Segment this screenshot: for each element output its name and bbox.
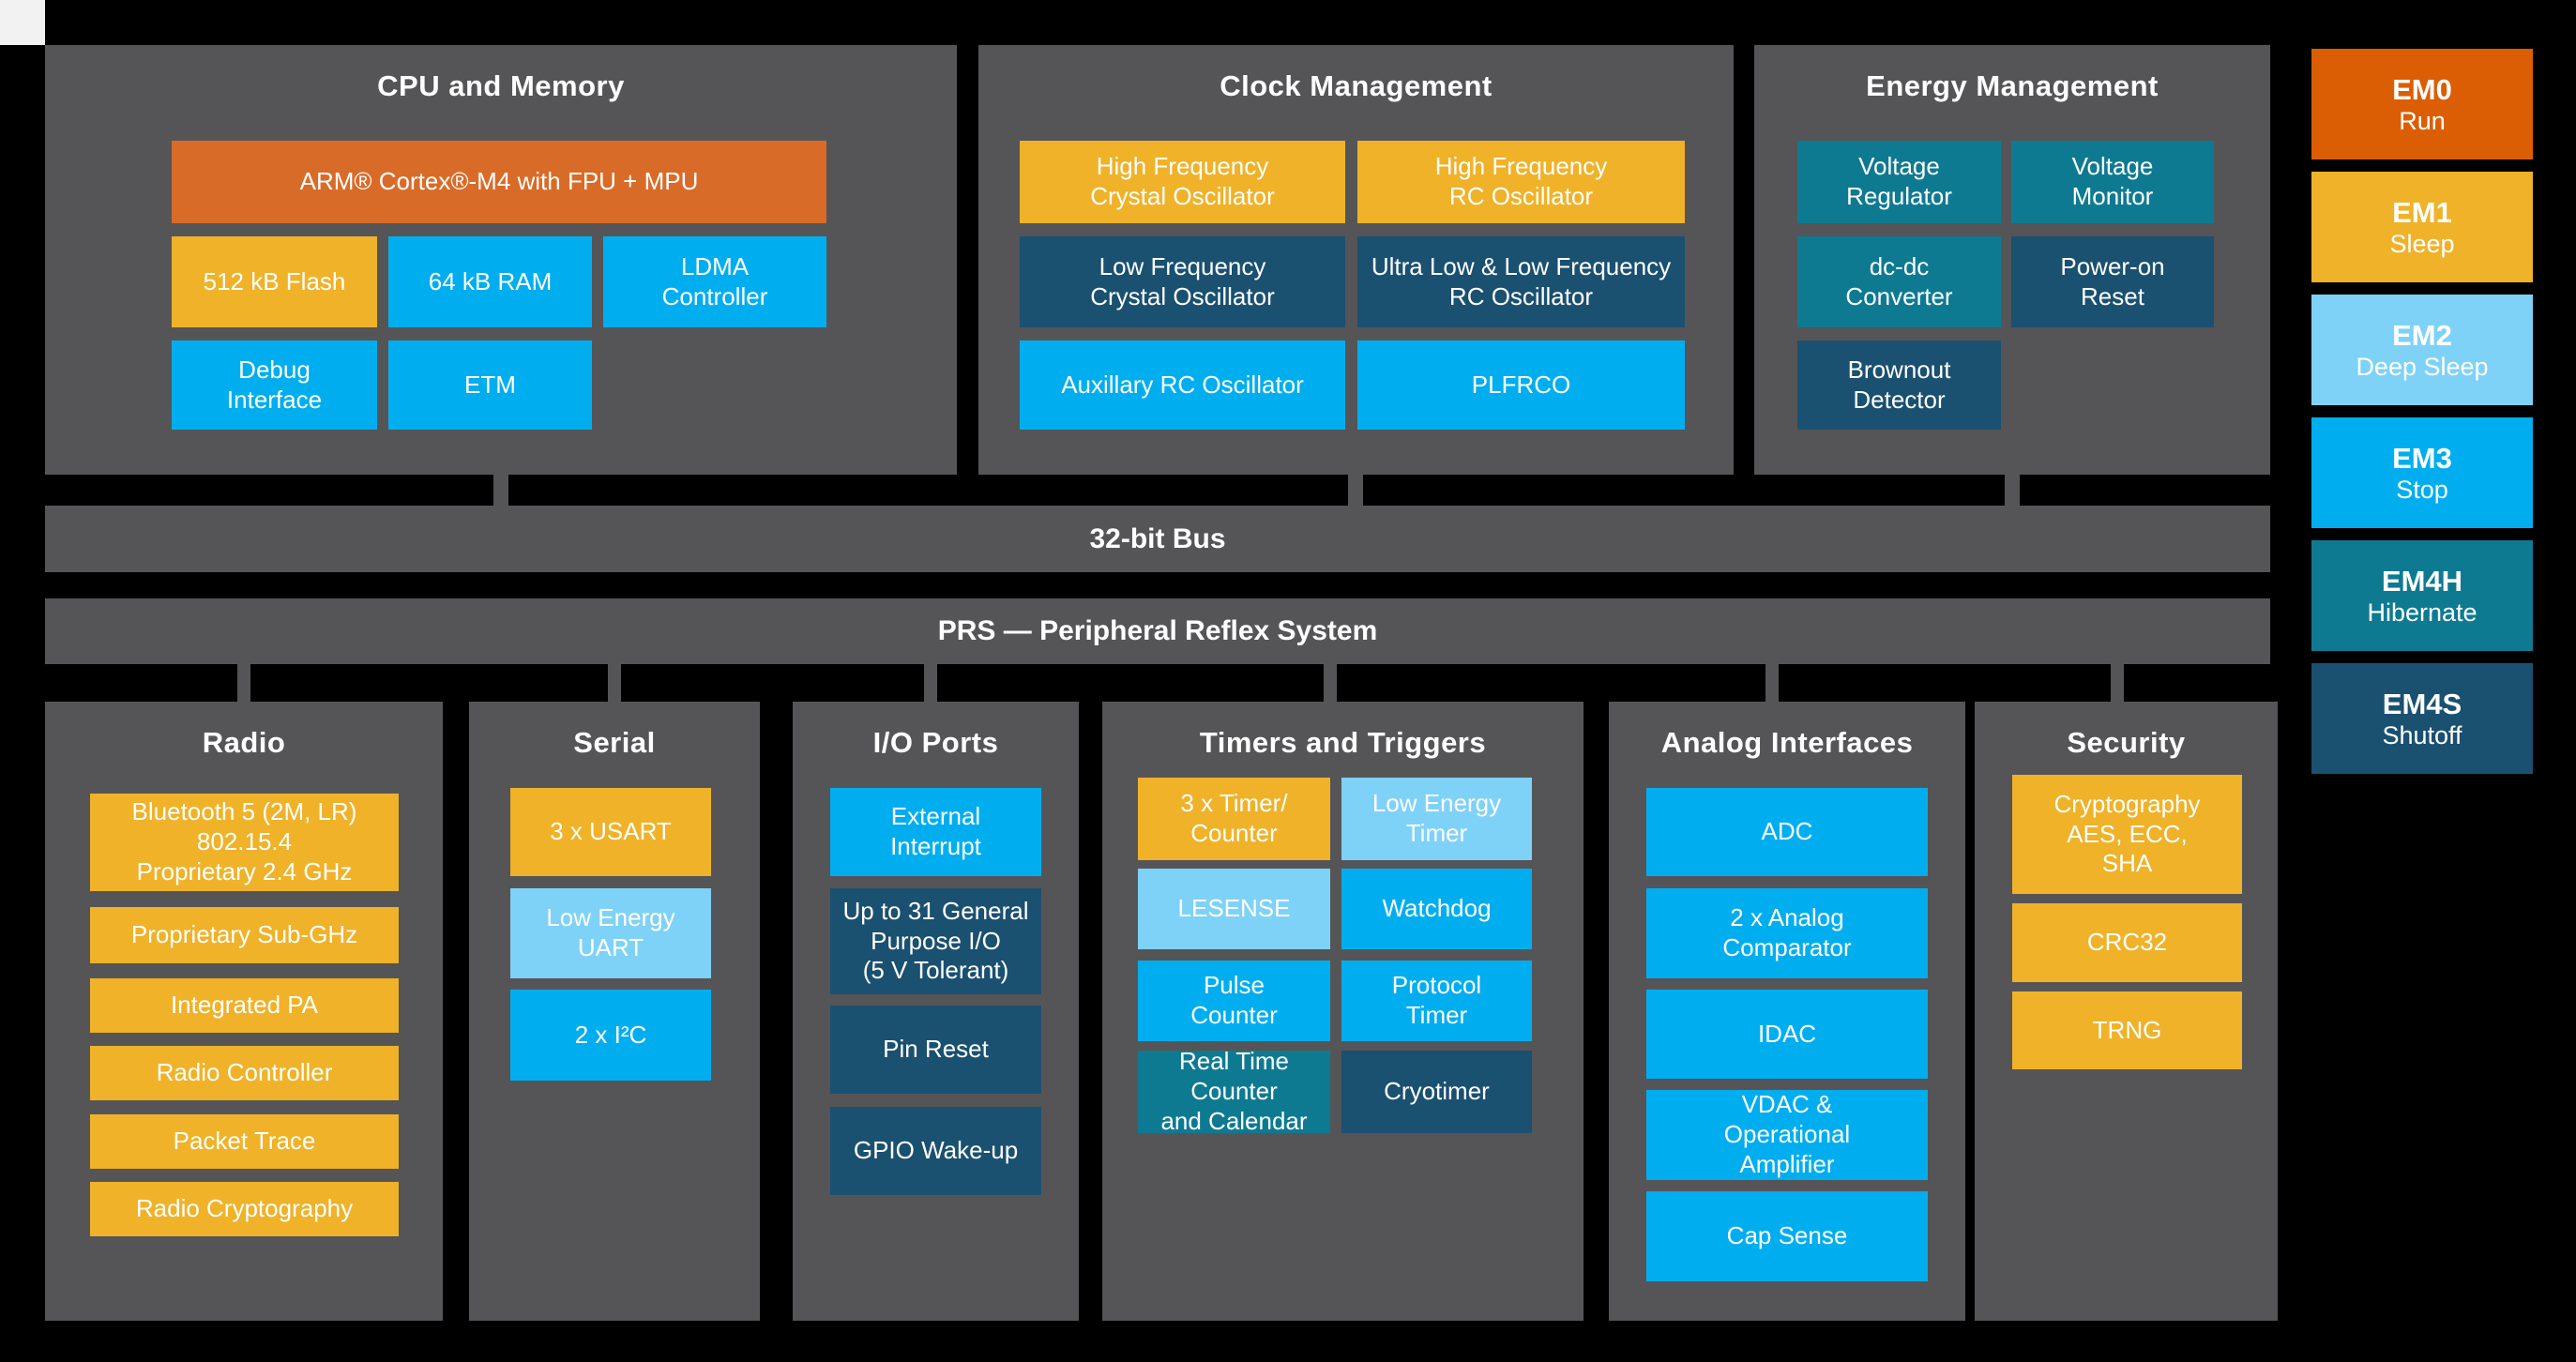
block-timer-counter: 3 x Timer/ Counter [1138,778,1330,860]
energy-mode-name: EM1 [2392,195,2452,229]
energy-mode-desc: Deep Sleep [2356,352,2489,381]
energy-mode-desc: Hibernate [2367,598,2478,627]
bus-connector [1765,664,1779,702]
bus-prs: PRS — Peripheral Reflex System [45,598,2270,664]
block-external-interrupt: External Interrupt [830,788,1041,876]
block-bluetooth5: Bluetooth 5 (2M, LR) 802.15.4 Proprietar… [90,794,399,891]
bus-connector [493,475,508,506]
energy-mode-desc: Sleep [2389,229,2455,258]
bus-32bit: 32-bit Bus [45,506,2270,572]
bus-connector [1324,664,1337,702]
energy-mode-desc: Shutoff [2382,720,2462,749]
block-gpio-wakeup: GPIO Wake-up [830,1107,1041,1195]
block-plfrco: PLFRCO [1357,340,1685,430]
block-trng: TRNG [2012,991,2242,1069]
block-cryotimer: Cryotimer [1341,1051,1532,1133]
block-crc32: CRC32 [2012,903,2242,982]
block-etm: ETM [388,340,592,430]
block-hf-crystal-oscillator: High Frequency Crystal Oscillator [1020,141,1345,223]
block-pulse-counter: Pulse Counter [1138,961,1330,1041]
block-ultra-low-lf-rc-oscillator: Ultra Low & Low Frequency RC Oscillator [1357,236,1685,327]
block-vdac-opamp: VDAC & Operational Amplifier [1646,1090,1928,1180]
corner-artifact [0,0,45,45]
block-packet-trace: Packet Trace [90,1114,399,1169]
block-integrated-pa: Integrated PA [90,978,399,1033]
block-radio-cryptography: Radio Cryptography [90,1182,399,1236]
block-power-on-reset: Power-on Reset [2011,236,2214,327]
block-adc: ADC [1646,788,1928,876]
block-proprietary-subghz: Proprietary Sub-GHz [90,907,399,963]
panel-title: I/O Ports [872,726,999,759]
bus-connector [2111,664,2124,702]
panel-security: Security Cryptography AES, ECC, SHA CRC3… [1975,702,2278,1321]
energy-mode-name: EM0 [2392,72,2452,106]
panel-clock-management: Clock Management High Frequency Crystal … [978,45,1734,475]
energy-mode-name: EM2 [2392,318,2452,352]
energy-mode-name: EM4S [2382,687,2462,720]
block-low-energy-timer: Low Energy Timer [1341,778,1532,860]
block-watchdog: Watchdog [1341,869,1532,949]
bus-connector [924,664,937,702]
bus-connector [1348,475,1363,506]
block-voltage-monitor: Voltage Monitor [2011,141,2214,223]
bus-connector [237,664,250,702]
energy-mode-desc: Run [2399,106,2446,135]
block-radio-controller: Radio Controller [90,1046,399,1100]
block-ldma-controller: LDMA Controller [603,236,826,327]
panel-energy-management: Energy Management Voltage Regulator Volt… [1754,45,2270,475]
block-low-energy-uart: Low Energy UART [510,888,711,978]
block-i2c: 2 x I²C [510,990,711,1081]
panel-title: Security [2067,726,2186,759]
energy-mode-em4h: EM4H Hibernate [2311,540,2533,651]
panel-radio: Radio Bluetooth 5 (2M, LR) 802.15.4 Prop… [45,702,443,1321]
panel-title: Energy Management [1866,69,2159,102]
block-cryptography: Cryptography AES, ECC, SHA [2012,775,2242,894]
block-lf-crystal-oscillator: Low Frequency Crystal Oscillator [1020,236,1345,327]
block-hf-rc-oscillator: High Frequency RC Oscillator [1357,141,1685,223]
block-protocol-timer: Protocol Timer [1341,961,1532,1041]
block-analog-comparator: 2 x Analog Comparator [1646,888,1928,978]
panel-timers-and-triggers: Timers and Triggers 3 x Timer/ Counter L… [1102,702,1583,1321]
panel-title: Serial [573,726,656,759]
block-idac: IDAC [1646,990,1928,1079]
block-usart: 3 x USART [510,788,711,876]
panel-analog-interfaces: Analog Interfaces ADC 2 x Analog Compara… [1609,702,1965,1321]
block-cap-sense: Cap Sense [1646,1191,1928,1281]
energy-mode-name: EM4H [2381,564,2463,598]
block-brownout-detector: Brownout Detector [1797,340,2001,430]
panel-io-ports: I/O Ports External Interrupt Up to 31 Ge… [793,702,1079,1321]
energy-mode-em4s: EM4S Shutoff [2311,663,2533,774]
block-ram: 64 kB RAM [388,236,592,327]
block-pin-reset: Pin Reset [830,1006,1041,1094]
energy-mode-desc: Stop [2396,475,2448,504]
panel-title: Clock Management [1220,69,1493,102]
block-debug-interface: Debug Interface [172,340,377,430]
block-general-purpose-io: Up to 31 General Purpose I/O (5 V Tolera… [830,888,1041,994]
energy-mode-em2: EM2 Deep Sleep [2311,295,2533,405]
block-dcdc-converter: dc-dc Converter [1797,236,2001,327]
panel-title: CPU and Memory [377,69,625,102]
energy-mode-em1: EM1 Sleep [2311,172,2533,282]
block-arm-cortex-m4: ARM® Cortex®-M4 with FPU + MPU [172,141,826,223]
block-voltage-regulator: Voltage Regulator [1797,141,2001,223]
energy-mode-name: EM3 [2392,441,2452,475]
panel-serial: Serial 3 x USART Low Energy UART 2 x I²C [469,702,760,1321]
panel-cpu-and-memory: CPU and Memory ARM® Cortex®-M4 with FPU … [45,45,957,475]
block-lesense: LESENSE [1138,869,1330,949]
energy-mode-em3: EM3 Stop [2311,417,2533,528]
bus-connector [608,664,621,702]
block-rtcc: Real Time Counter and Calendar [1138,1047,1330,1135]
panel-title: Analog Interfaces [1660,726,1914,759]
panel-title: Timers and Triggers [1199,726,1487,759]
block-flash: 512 kB Flash [172,236,377,327]
block-auxillary-rc-oscillator: Auxillary RC Oscillator [1020,340,1345,430]
bus-connector [2005,475,2020,506]
panel-title: Radio [202,726,286,759]
energy-mode-em0: EM0 Run [2311,49,2533,159]
